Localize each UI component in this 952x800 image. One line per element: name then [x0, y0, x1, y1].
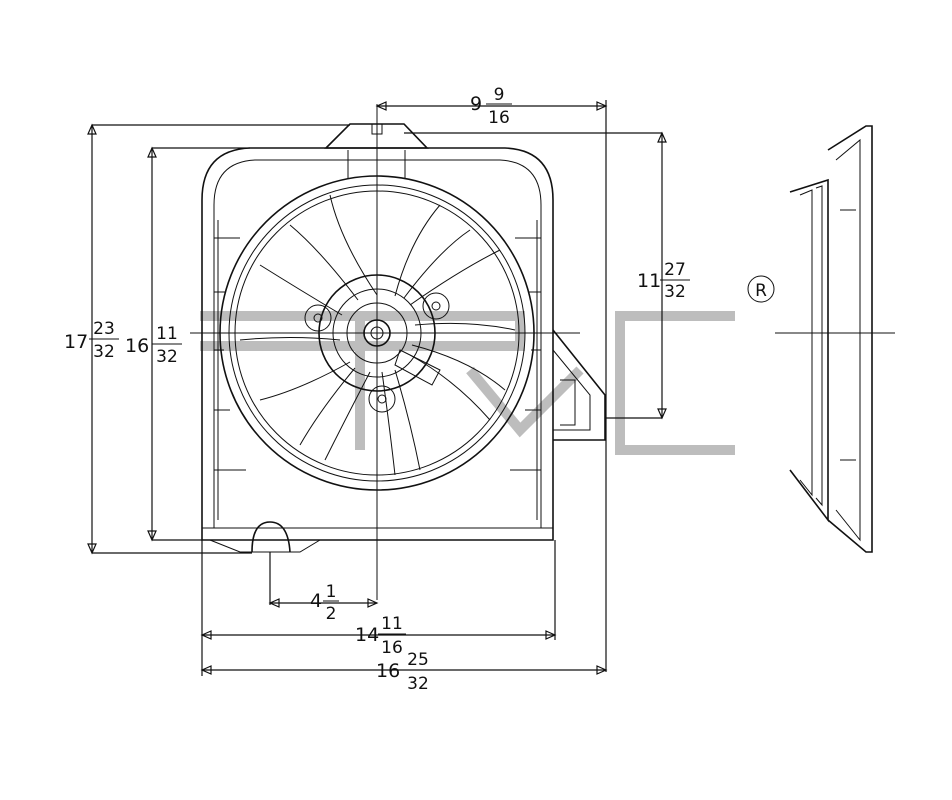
dim-shroud-height-num: 11	[156, 324, 178, 344]
dimension-overall-width: 16 25 32	[376, 650, 433, 694]
dim-top-width-num: 9	[494, 85, 505, 105]
dimension-overall-height: 17 23 32	[64, 319, 119, 362]
dim-center-offset-num: 1	[326, 582, 337, 602]
dim-shroud-width-den: 16	[381, 638, 403, 658]
watermark-logo	[200, 311, 735, 455]
dim-right-height-whole: 11	[637, 270, 661, 292]
dim-center-offset-den: 2	[326, 604, 337, 624]
dim-shroud-height-whole: 16	[125, 335, 149, 357]
dim-overall-height-num: 23	[93, 319, 115, 339]
dim-right-height-num: 27	[664, 260, 686, 280]
dimension-center-offset: 4 1 2	[310, 582, 339, 624]
dim-overall-width-den: 32	[407, 674, 429, 694]
dimension-right-height: 11 27 32	[637, 260, 690, 302]
dim-overall-width-whole: 16	[376, 660, 400, 682]
registered-mark-letter: R	[755, 281, 767, 301]
fan-blades	[239, 194, 516, 476]
dim-top-width-den: 16	[488, 108, 510, 128]
dimension-top-width: 9 9 16	[470, 85, 512, 128]
dim-shroud-width-num: 11	[381, 614, 403, 634]
dimension-shroud-height: 16 11 32	[125, 324, 182, 367]
dim-overall-height-whole: 17	[64, 331, 88, 353]
registered-mark: R	[747, 275, 775, 303]
dim-center-offset-whole: 4	[310, 590, 322, 612]
dim-overall-height-den: 32	[93, 342, 115, 362]
shroud-side-view	[775, 125, 895, 553]
dim-overall-width-num: 25	[407, 650, 429, 670]
dim-shroud-width-whole: 14	[355, 624, 379, 646]
dim-top-width-whole: 9	[470, 93, 482, 115]
dim-right-height-den: 32	[664, 282, 686, 302]
dimension-lines	[87, 100, 667, 676]
dim-shroud-height-den: 32	[156, 347, 178, 367]
shroud-front-view	[190, 104, 606, 600]
dimension-shroud-width: 14 11 16	[355, 614, 406, 658]
